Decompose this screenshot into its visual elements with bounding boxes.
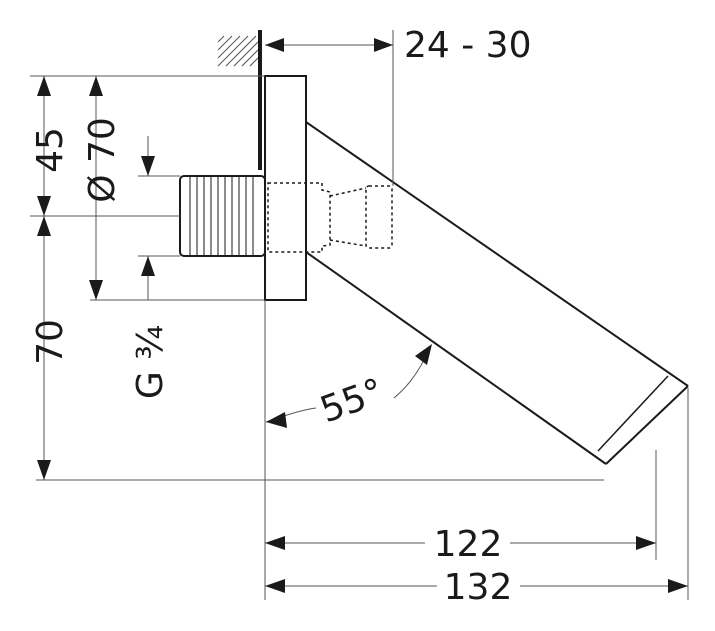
spout-body [305,121,689,465]
rosette-plate [264,75,307,301]
dim-height-upper-label: 45 [30,127,71,173]
dim-projection-inner-label: 122 [434,524,503,565]
dim-height-lower: 70 [30,216,71,480]
dim-projection-inner: 122 [265,524,656,565]
dim-thread: G ¾ [130,136,171,399]
threaded-connector [179,175,266,257]
dim-projection-total: 132 [265,567,688,608]
dim-wall-offset-label: 24 - 30 [404,25,532,66]
dim-angle-label: 55° [315,371,389,431]
extension-lines [30,30,689,600]
dim-projection-total-label: 132 [444,567,513,608]
dim-rosette-diameter: Ø 70 [82,76,123,300]
dim-rosette-diameter-label: Ø 70 [82,117,123,203]
hidden-internal-parts [267,182,393,253]
dim-height-lower-label: 70 [30,319,71,365]
dim-thread-label: G ¾ [130,325,171,399]
dim-wall-offset: 24 - 30 [265,25,532,66]
wall-hatching [217,35,259,67]
dim-height-upper: 45 [30,76,71,216]
dim-angle: 55° [265,344,432,431]
